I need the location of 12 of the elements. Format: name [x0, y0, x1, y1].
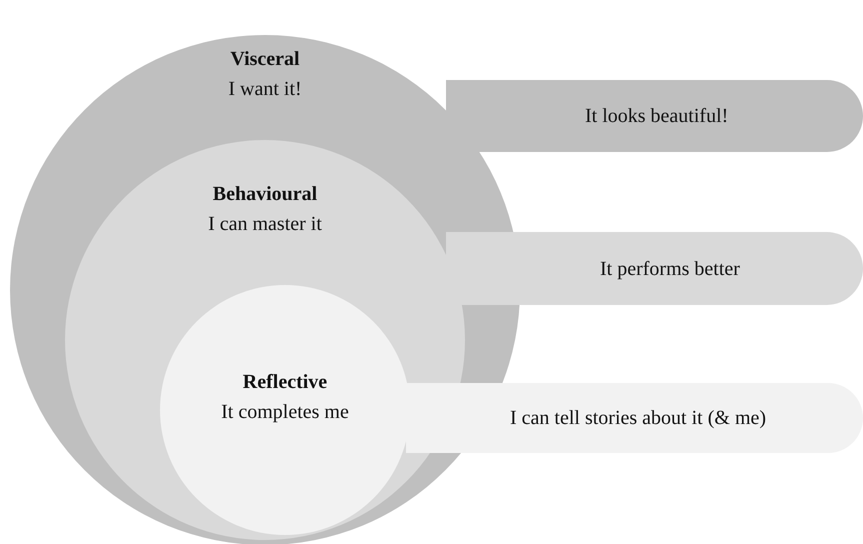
circle-text: I want it! — [227, 77, 303, 101]
circle-heading: Behavioural — [212, 182, 318, 206]
circle-heading: Visceral — [229, 47, 301, 71]
tab-shape — [446, 232, 863, 305]
circle-heading: Reflective — [242, 370, 328, 394]
tab-text: It performs better — [600, 256, 740, 280]
circle-text: It completes me — [220, 400, 350, 424]
tab-shape — [446, 80, 863, 152]
tab-text: I can tell stories about it (& me) — [510, 406, 766, 430]
tab-shape — [406, 383, 863, 453]
circle-text: I can master it — [207, 212, 323, 236]
tab-text: It looks beautiful! — [585, 104, 728, 128]
